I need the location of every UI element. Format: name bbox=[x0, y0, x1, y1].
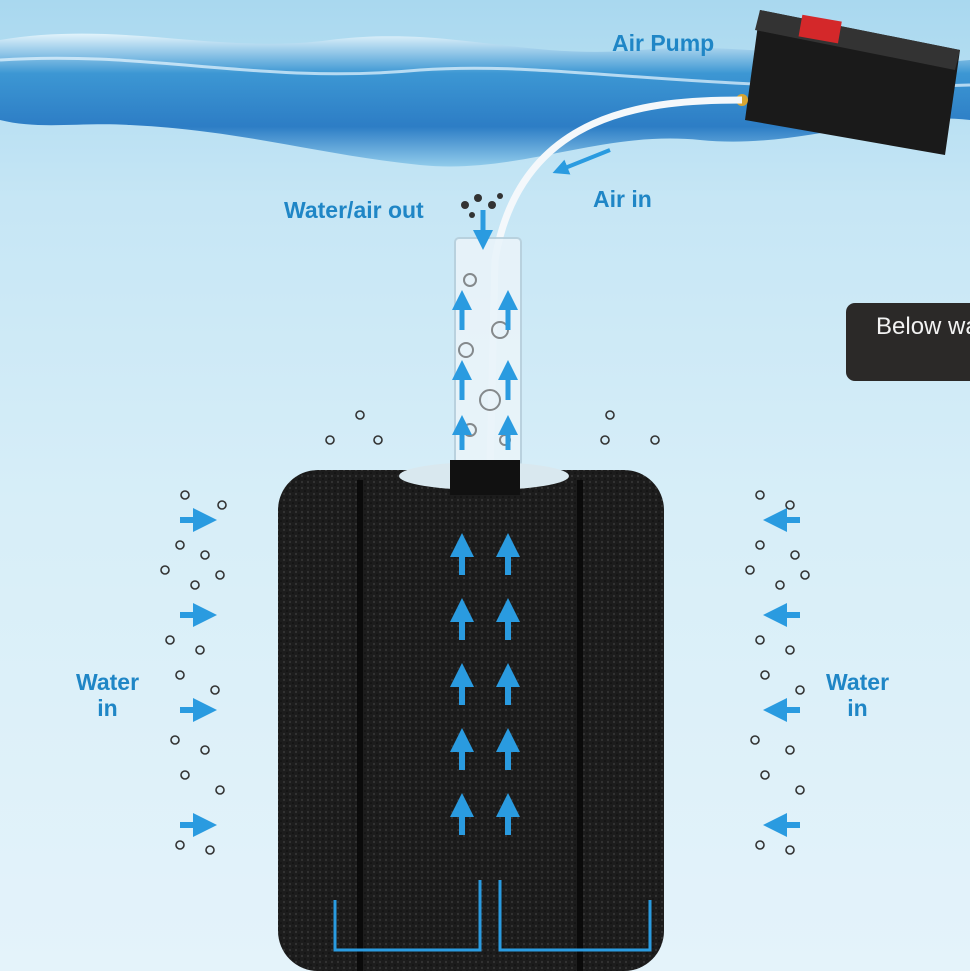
sponge-filter bbox=[278, 460, 664, 971]
sponge-arrows bbox=[450, 533, 520, 835]
air-pump-label: Air Pump bbox=[612, 30, 715, 56]
water-droplets bbox=[160, 410, 810, 855]
below-waterline-badge: Below waterline bbox=[846, 303, 970, 381]
water-in-left-label: Water in bbox=[76, 669, 139, 721]
air-in-label: Air in bbox=[593, 186, 652, 212]
below-waterline-text: Below waterline bbox=[876, 313, 970, 340]
base-flow-lines bbox=[333, 880, 652, 952]
water-air-out-label: Water/air out bbox=[284, 197, 424, 223]
water-in-left-line1: Water bbox=[76, 669, 140, 695]
water-in-right-line1: Water bbox=[826, 669, 890, 695]
air-tube bbox=[486, 96, 743, 471]
water-in-right-label: Water in bbox=[826, 669, 889, 721]
water-in-right-line2: in bbox=[847, 695, 868, 721]
air-in-arrow bbox=[552, 148, 611, 175]
outlet-bubbles bbox=[461, 193, 503, 218]
tube-arrows bbox=[452, 210, 518, 450]
water-in-left-line2: in bbox=[97, 695, 118, 721]
water-surface bbox=[0, 33, 970, 167]
water-in-arrows bbox=[180, 508, 800, 837]
air-pump-icon bbox=[736, 10, 960, 155]
